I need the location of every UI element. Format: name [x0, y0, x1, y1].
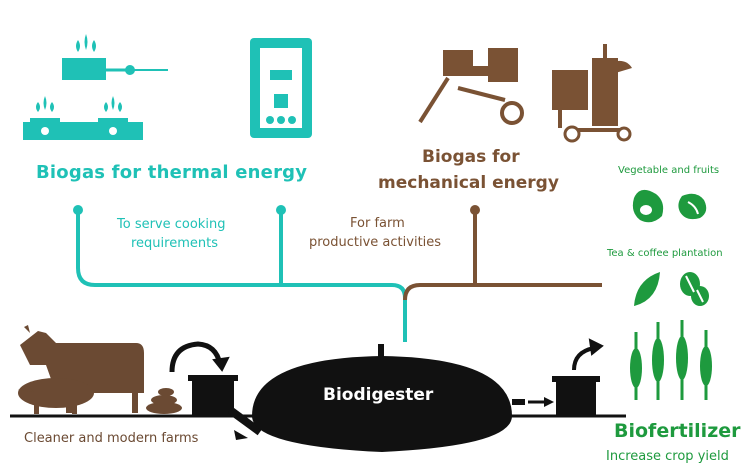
thermal-energy-title: Biogas for thermal energy	[36, 162, 308, 183]
vegetables-icon	[632, 189, 707, 223]
pig-icon	[18, 378, 94, 414]
tea-coffee-label: Tea & coffee plantation	[607, 248, 723, 259]
farm-caption: Cleaner and modern farms	[24, 431, 199, 446]
milling-machine-icon	[552, 44, 632, 143]
gas-burner-icon	[62, 34, 168, 80]
biofertilizer-subtitle: Increase crop yield	[606, 449, 729, 464]
engine-pump-icon	[418, 48, 524, 125]
biofertilizer-title: Biofertilizer	[614, 420, 741, 442]
mechanical-note-line1: For farm	[350, 216, 405, 231]
inlet-tank	[188, 375, 263, 440]
mechanical-note-line2: productive activities	[309, 235, 442, 250]
tea-coffee-icon	[634, 272, 709, 306]
outlet-pipe	[512, 397, 554, 407]
inlet-arrow-icon	[169, 341, 230, 373]
thermal-note-line1: To serve cooking	[117, 217, 226, 232]
mechanical-energy-title-line2: mechanical energy	[378, 173, 559, 193]
manure-icon	[146, 388, 182, 414]
wheat-icon	[630, 320, 712, 400]
outlet-tank	[552, 376, 600, 416]
double-stove-icon	[23, 96, 143, 140]
vegetables-label: Vegetable and fruits	[618, 165, 720, 176]
mechanical-connector-lines	[403, 210, 602, 301]
mechanical-energy-title-line1: Biogas for	[422, 147, 520, 167]
biodigester-dome	[252, 344, 512, 452]
cow-icon	[20, 325, 144, 413]
water-heater-icon	[250, 38, 312, 138]
connector-endpoints	[73, 205, 480, 215]
outlet-arrow-icon	[572, 338, 604, 371]
thermal-note-line2: requirements	[131, 236, 218, 251]
biodigester-label: Biodigester	[323, 385, 434, 405]
